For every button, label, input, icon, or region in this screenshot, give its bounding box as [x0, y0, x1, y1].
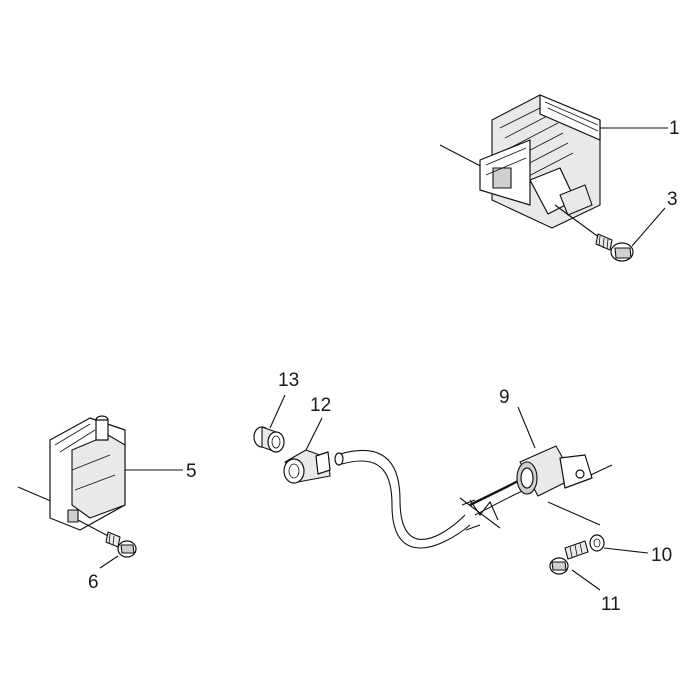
callout-13: 13: [278, 370, 299, 391]
spark-plug-cap-part: [283, 417, 331, 484]
screw-part-3: [554, 204, 666, 262]
pickup-sensor-part: [469, 406, 613, 526]
high-tension-lead: [334, 449, 501, 549]
callout-11: 11: [601, 594, 621, 615]
callout-6: 6: [88, 572, 99, 593]
screw-part-11: [549, 540, 601, 591]
screw-part-6: [77, 519, 137, 569]
sleeve-part-13: [253, 394, 286, 453]
ignition-coil-part: [17, 415, 183, 531]
callout-10: 10: [651, 545, 672, 566]
washer-part-10: [589, 534, 649, 554]
callout-3: 3: [667, 189, 678, 210]
callout-12: 12: [310, 395, 331, 416]
voltage-regulator-part: [439, 94, 668, 229]
callout-5: 5: [186, 461, 197, 482]
callout-9: 9: [499, 387, 510, 408]
callout-1: 1: [669, 118, 680, 139]
